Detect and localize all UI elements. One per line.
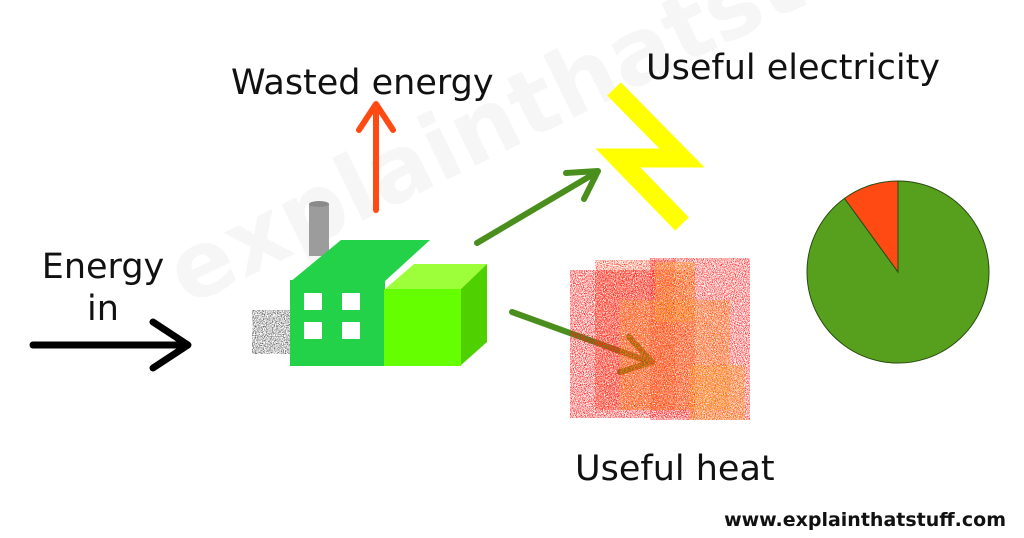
efficiency-pie-icon <box>806 180 990 364</box>
energy-in-label-line1: Energy <box>41 247 165 287</box>
electricity-arrow <box>474 168 601 246</box>
useful-heat-label: Useful heat <box>575 449 775 489</box>
chimney <box>309 204 329 256</box>
wasted-energy-arrow <box>356 101 396 213</box>
pie-slice-wasted <box>843 180 899 274</box>
heat-blob-icon <box>570 258 750 420</box>
lightning-bolt-icon <box>595 82 705 231</box>
factory-icon <box>252 201 487 366</box>
energy-in-label: Energy in <box>38 246 168 330</box>
coal-heap-icon <box>252 310 290 354</box>
wasted-energy-label: Wasted energy <box>231 63 494 103</box>
energy-in-label-line2: in <box>87 289 119 329</box>
source-url: www.explainthatstuff.com <box>724 509 1006 531</box>
useful-electricity-label: Useful electricity <box>646 48 941 88</box>
energy-in-arrow <box>29 318 192 372</box>
